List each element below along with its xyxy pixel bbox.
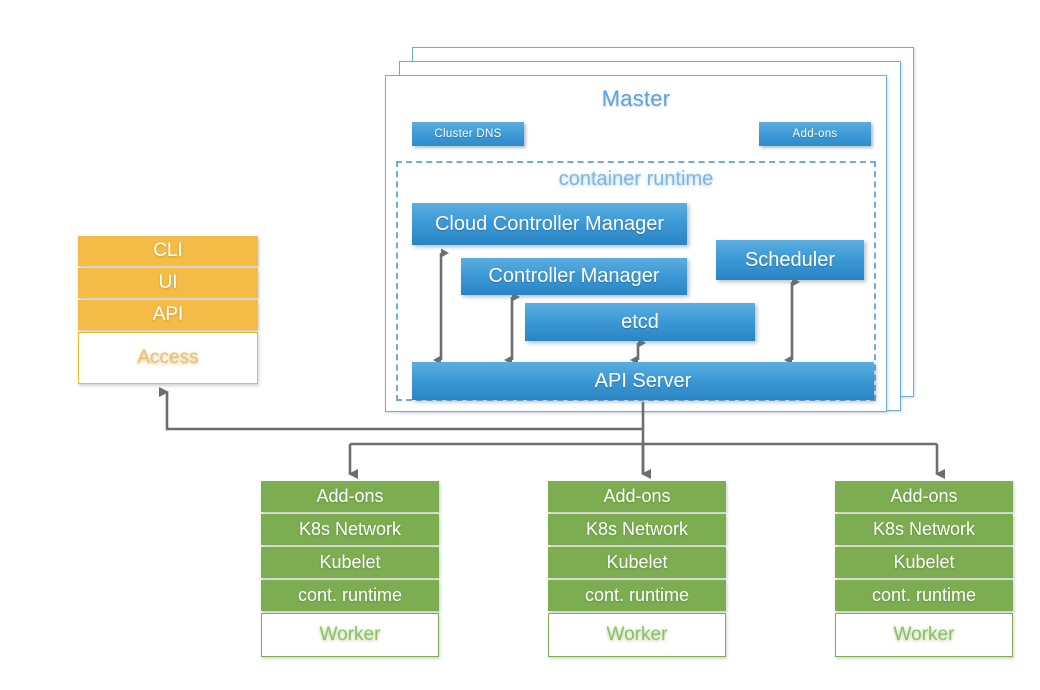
worker-1-layer-add-ons[interactable]: Add-ons [261, 481, 439, 512]
worker-3-layer-kubelet[interactable]: Kubelet [835, 547, 1013, 578]
component-api-server[interactable]: API Server [412, 362, 874, 400]
worker-1-layer-k8s-network[interactable]: K8s Network [261, 514, 439, 545]
access-group-label: Access [78, 332, 258, 384]
worker-2-layer-add-ons[interactable]: Add-ons [548, 481, 726, 512]
component-controller-manager[interactable]: Controller Manager [461, 258, 687, 295]
worker-2-layer-kubelet[interactable]: Kubelet [548, 547, 726, 578]
container-runtime-title: container runtime [558, 168, 714, 190]
worker-3-layer-k8s-network[interactable]: K8s Network [835, 514, 1013, 545]
worker-3-layer-cont-runtime[interactable]: cont. runtime [835, 580, 1013, 611]
worker-2-layer-cont-runtime[interactable]: cont. runtime [548, 580, 726, 611]
worker-3-group-label: Worker [835, 613, 1013, 657]
worker-1-group-label: Worker [261, 613, 439, 657]
component-scheduler[interactable]: Scheduler [716, 240, 864, 280]
component-etcd[interactable]: etcd [525, 303, 755, 341]
master-title: Master [601, 86, 671, 111]
worker-2-layer-k8s-network[interactable]: K8s Network [548, 514, 726, 545]
badge-add-ons[interactable]: Add-ons [759, 122, 871, 146]
worker-1-layer-cont-runtime[interactable]: cont. runtime [261, 580, 439, 611]
worker-3-layer-add-ons[interactable]: Add-ons [835, 481, 1013, 512]
access-layer-ui[interactable]: UI [78, 268, 258, 298]
badge-cluster-dns[interactable]: Cluster DNS [412, 122, 524, 146]
access-layer-api[interactable]: API [78, 300, 258, 330]
worker-1-layer-kubelet[interactable]: Kubelet [261, 547, 439, 578]
component-cloud-controller-manager[interactable]: Cloud Controller Manager [412, 203, 687, 245]
access-layer-cli[interactable]: CLI [78, 236, 258, 266]
worker-2-group-label: Worker [548, 613, 726, 657]
